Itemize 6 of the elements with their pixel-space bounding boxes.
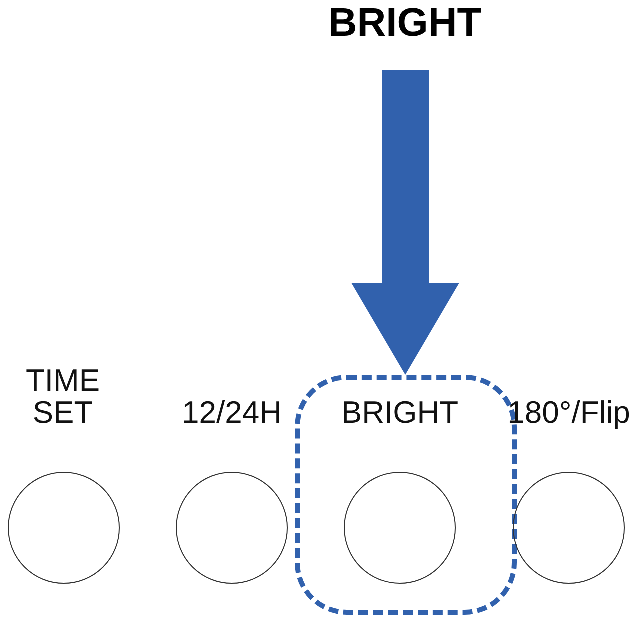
heading-text: BRIGHT xyxy=(305,0,505,46)
button-label: BRIGHT xyxy=(340,397,460,429)
button-label: 12/24H xyxy=(181,397,283,429)
button-label: 180°/Flip xyxy=(506,397,632,429)
button-label: TIME SET xyxy=(24,365,102,429)
arrow xyxy=(352,70,460,375)
